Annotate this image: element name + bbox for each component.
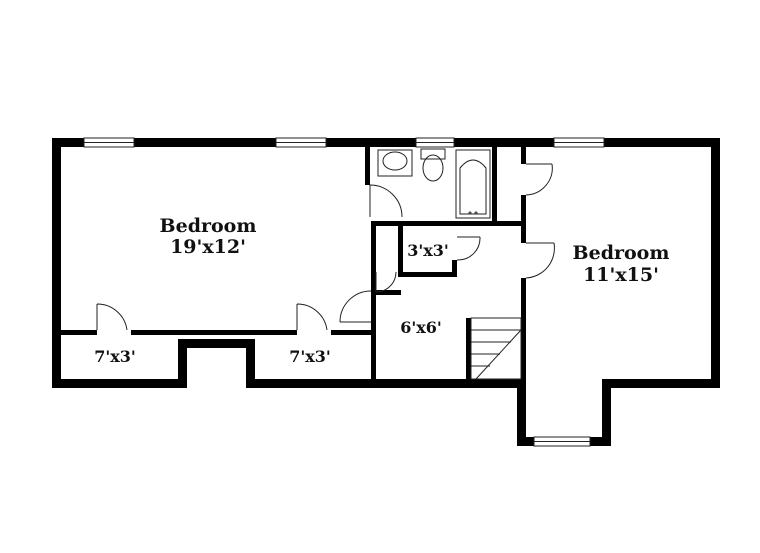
hall-size: 6'x6' xyxy=(400,318,442,337)
wall-right-bedroom-left-low xyxy=(521,278,526,379)
doors xyxy=(96,163,555,331)
wall-notch-right xyxy=(246,339,255,388)
bedroom-left-size: 19'x12' xyxy=(170,236,246,258)
wall-bath-tub-right xyxy=(492,147,497,226)
wall-closets-top-right xyxy=(331,330,371,335)
wall-closets-top-left xyxy=(61,330,97,335)
wall-bottom-mid xyxy=(246,379,526,388)
wall-bath-top-closet xyxy=(371,221,526,226)
wall-bottom-left xyxy=(52,379,187,388)
wall-left xyxy=(52,138,61,388)
bathtub xyxy=(455,149,491,219)
wall-right-bedroom-left xyxy=(521,147,526,164)
door-3x3 xyxy=(456,236,481,261)
wall-3x3-bottom xyxy=(398,272,457,277)
door-hall xyxy=(339,290,372,323)
wall-closets-top-mid xyxy=(131,330,297,335)
closet-left-size: 7'x3' xyxy=(94,347,136,366)
bedroom-right-size: 11'x15' xyxy=(583,264,659,286)
bedroom-left-name: Bedroom xyxy=(160,215,257,237)
door-right-mid xyxy=(525,242,555,279)
interior-walls xyxy=(61,147,526,379)
closet-small-size: 3'x3' xyxy=(407,241,449,260)
wall-bay-left xyxy=(517,379,526,446)
wall-stair-left xyxy=(466,318,471,379)
bath-fixtures xyxy=(377,148,491,219)
stairs xyxy=(470,317,522,380)
wall-closet-divider xyxy=(371,221,376,379)
wall-right xyxy=(711,138,720,388)
wall-notch-left xyxy=(178,339,187,388)
closet-mid-size: 7'x3' xyxy=(289,347,331,366)
windows xyxy=(83,137,605,447)
door-right-top xyxy=(525,163,553,196)
bedroom-right-name: Bedroom xyxy=(573,242,670,264)
toilet-bowl xyxy=(422,154,444,182)
wall-3x3-left xyxy=(398,226,403,277)
door-closet-left xyxy=(96,303,128,331)
sink xyxy=(377,149,413,177)
door-closet-mid xyxy=(296,303,328,331)
door-bath xyxy=(369,184,403,218)
wall-right-bedroom-left-mid xyxy=(521,195,526,243)
toilet-tank xyxy=(420,148,446,160)
wall-notch-top xyxy=(178,339,255,348)
wall-3x3-right xyxy=(452,260,457,277)
wall-bath-left-upper xyxy=(365,147,370,185)
wall-hall-stub xyxy=(371,290,401,295)
wall-top xyxy=(52,138,720,147)
wall-bottom-right xyxy=(602,379,720,388)
wall-bay-right xyxy=(602,379,611,446)
door-hall-small xyxy=(375,271,397,293)
